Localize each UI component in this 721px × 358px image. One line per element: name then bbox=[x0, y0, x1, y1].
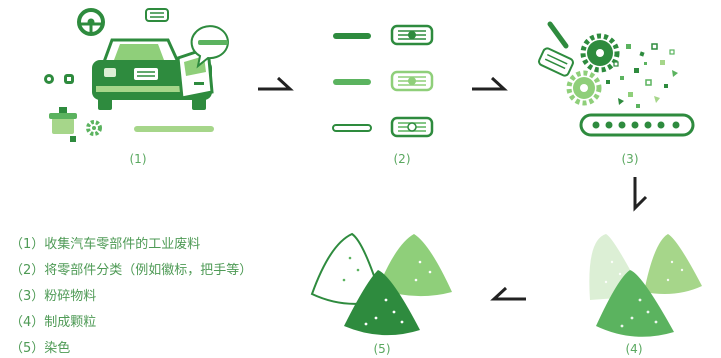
arrow-step4-to-step5 bbox=[490, 286, 526, 301]
knob-icons bbox=[44, 74, 74, 84]
engine-part-icon bbox=[49, 107, 77, 142]
pile-dark-green bbox=[344, 270, 420, 336]
process-legend: （1）收集汽车零部件的工业废料 （2）将零部件分类（例如徽标，把手等） （3）粉… bbox=[10, 232, 252, 358]
step4-granules-illustration bbox=[589, 234, 702, 337]
emblem-dark bbox=[390, 24, 434, 46]
conveyor-belt-icon bbox=[579, 113, 695, 137]
step1-car-parts-illustration bbox=[44, 8, 229, 142]
step2-sorted-parts-illustration bbox=[332, 24, 434, 138]
handle-outline bbox=[332, 124, 372, 132]
emblem-light bbox=[390, 70, 434, 92]
pile-light-green bbox=[378, 234, 452, 297]
step3-shredding-illustration bbox=[538, 21, 695, 137]
small-gear-icon bbox=[86, 120, 102, 136]
legend-item-3: （3）粉碎物料 bbox=[10, 289, 97, 304]
legend-item-1: （1）收集汽车零部件的工业废料 bbox=[10, 237, 201, 252]
emblem-outline bbox=[390, 116, 434, 138]
legend-item-4: （4）制成颗粒 bbox=[10, 315, 97, 330]
step-label-1: (1) bbox=[129, 152, 147, 166]
granule-dots-4 bbox=[604, 260, 684, 328]
step-label-5: (5) bbox=[373, 342, 391, 356]
car-icon bbox=[92, 38, 214, 110]
gear-light-icon bbox=[566, 70, 602, 106]
bumper-bar bbox=[134, 126, 214, 132]
steering-wheel-icon bbox=[77, 8, 105, 36]
arrow-step1-to-step2 bbox=[258, 76, 294, 91]
legend-item-2: （2）将零部件分类（例如徽标，把手等） bbox=[10, 263, 253, 278]
pile-light bbox=[644, 234, 702, 294]
shredded-fragments bbox=[606, 43, 678, 108]
handle-dark bbox=[333, 33, 371, 39]
legend-item-5: （5）染色 bbox=[10, 341, 71, 356]
arrow-step3-to-step4 bbox=[633, 177, 648, 212]
pile-mid bbox=[596, 270, 674, 337]
handle-mid bbox=[333, 79, 371, 85]
door-handle-bubble-icon bbox=[190, 25, 229, 69]
pile-white bbox=[310, 232, 384, 305]
grille-icon bbox=[145, 8, 169, 22]
step-label-3: (3) bbox=[621, 152, 639, 166]
step-label-4: (4) bbox=[625, 342, 643, 356]
gear-dark-icon bbox=[580, 33, 620, 73]
step-label-2: (2) bbox=[393, 152, 411, 166]
step5-dyed-piles-illustration bbox=[310, 232, 452, 336]
arrow-step2-to-step3 bbox=[472, 76, 508, 91]
granule-dots-5 bbox=[342, 256, 432, 326]
